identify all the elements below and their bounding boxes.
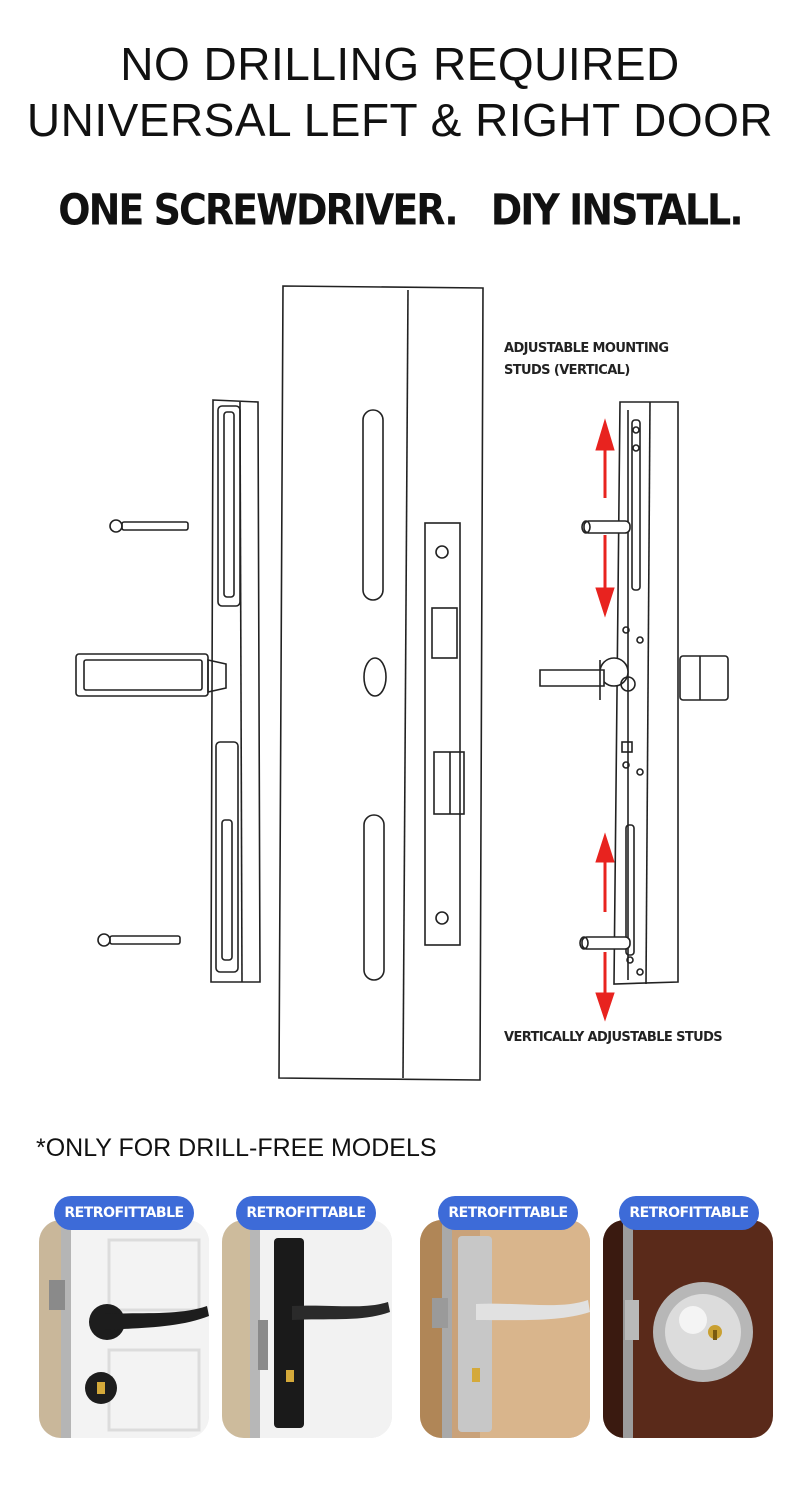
arrow-down-top xyxy=(595,535,615,618)
retrofittable-badge-4: RETROFITTABLE xyxy=(619,1196,759,1230)
annotation-top-line-2: STUDS (VERTICAL) xyxy=(504,363,630,378)
arrow-down-bottom xyxy=(595,952,615,1022)
retrofittable-badge-2: RETROFITTABLE xyxy=(236,1196,376,1230)
retrofittable-badge-1: RETROFITTABLE xyxy=(54,1196,194,1230)
mounting-screw-bottom xyxy=(97,933,181,947)
headline-line-2: UNIVERSAL LEFT & RIGHT DOOR xyxy=(26,94,774,146)
drill-free-note: *ONLY FOR DRILL-FREE MODELS xyxy=(36,1134,437,1162)
subheadline: ONE SCREWDRIVER. DIY INSTALL. xyxy=(0,185,800,234)
white-door-black-lever-handle-image xyxy=(39,1220,209,1438)
annotation-mounting-studs: ADJUSTABLE MOUNTING STUDS (VERTICAL) xyxy=(504,338,694,382)
wood-door-silver-plate-handle-image xyxy=(420,1220,590,1438)
exterior-lock-body xyxy=(539,401,729,985)
subheadline-part-1: ONE SCREWDRIVER. xyxy=(58,185,458,235)
annotation-top-line-1: ADJUSTABLE MOUNTING xyxy=(504,341,669,356)
door-panel xyxy=(278,285,484,1081)
arrow-up-bottom xyxy=(595,832,615,912)
retrofit-card-2 xyxy=(222,1220,392,1438)
headline-line-1: NO DRILLING REQUIRED xyxy=(120,38,680,90)
retrofit-card-3 xyxy=(420,1220,590,1438)
adjustment-arrows xyxy=(595,418,615,1022)
subheadline-part-2: DIY INSTALL. xyxy=(490,185,744,235)
mounting-screw-top xyxy=(109,519,189,533)
annotation-adjustable-studs: VERTICALLY ADJUSTABLE STUDS xyxy=(504,1030,723,1045)
arrow-up-top xyxy=(595,418,615,498)
retrofit-card-4 xyxy=(603,1220,773,1438)
retrofit-card-1 xyxy=(39,1220,209,1438)
white-door-black-plate-handle-image xyxy=(222,1220,392,1438)
wood-door-knob-image xyxy=(603,1220,773,1438)
interior-lock-body xyxy=(75,399,261,983)
retrofittable-badge-3: RETROFITTABLE xyxy=(438,1196,578,1230)
retrofit-gallery: RETROFITTABLE RETROFITTABLE xyxy=(0,1196,800,1456)
installation-diagram xyxy=(75,285,729,1081)
